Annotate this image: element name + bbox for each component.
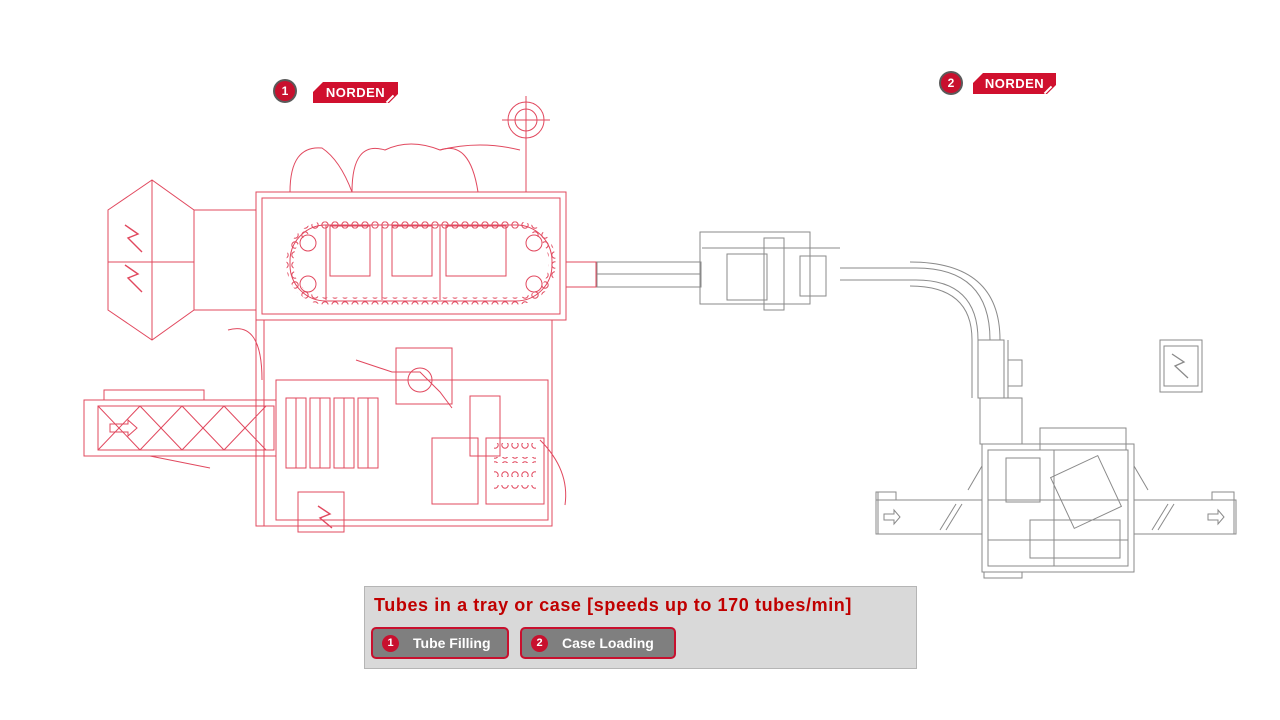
machine-2-number-badge: 2 bbox=[941, 73, 961, 93]
arrow-right-icon bbox=[109, 418, 138, 438]
hazard-panel-right bbox=[1159, 339, 1203, 393]
machine-2-norden-logo: NORDEN bbox=[973, 73, 1056, 94]
machine-1-norden-logo: NORDEN bbox=[313, 82, 398, 103]
tube-filling-machine bbox=[83, 96, 597, 533]
tube-filling-button[interactable]: 1 Tube Filling bbox=[371, 627, 509, 659]
case-loading-button[interactable]: 2 Case Loading bbox=[520, 627, 676, 659]
step-number-badge: 1 bbox=[382, 634, 399, 652]
tube-infeed-conveyor bbox=[83, 389, 277, 469]
line-title: Tubes in a tray or case [speeds up to 17… bbox=[374, 595, 852, 615]
case-loading-machine bbox=[875, 397, 1237, 579]
arrow-right-icon bbox=[1207, 508, 1225, 526]
step-label: Tube Filling bbox=[413, 635, 491, 651]
hazard-panel-left bbox=[107, 179, 257, 341]
tube-transfer-conveyor bbox=[596, 231, 1023, 399]
machine-1-number-badge: 1 bbox=[275, 81, 295, 101]
lightning-bolt-icon bbox=[317, 505, 333, 529]
step-number-badge: 2 bbox=[531, 634, 548, 652]
tube-magazines bbox=[285, 395, 545, 505]
lightning-bolt-icon bbox=[1171, 353, 1189, 379]
step-label: Case Loading bbox=[562, 635, 654, 651]
lightning-bolt-icon bbox=[124, 224, 143, 293]
arrow-right-icon bbox=[883, 508, 901, 526]
info-panel: Tubes in a tray or case [speeds up to 17… bbox=[364, 586, 917, 669]
